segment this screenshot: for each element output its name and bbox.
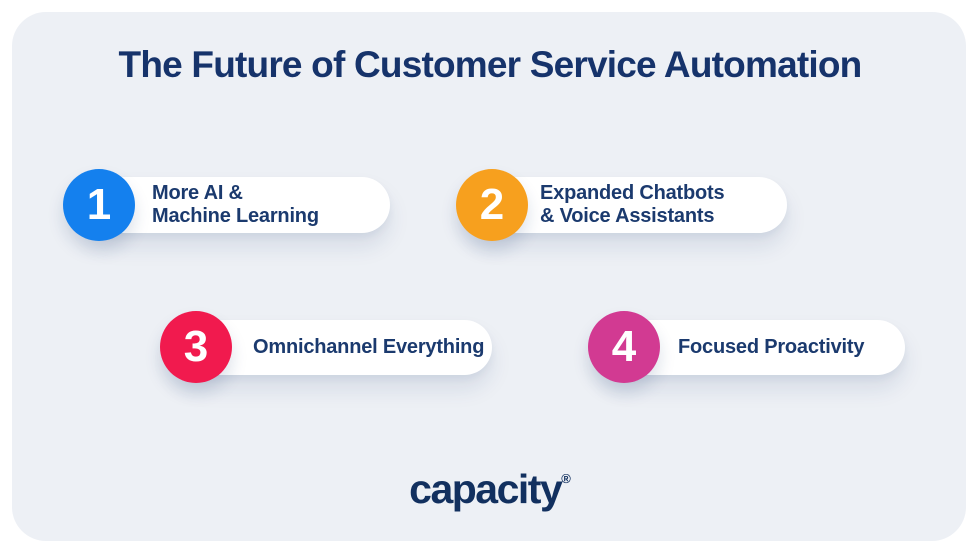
step-4-number: 4 xyxy=(611,322,637,371)
step-1-number-badge: 1 xyxy=(63,169,135,241)
page-title: The Future of Customer Service Automatio… xyxy=(118,44,863,85)
step-4-label-line1: Focused Proactivity xyxy=(678,336,865,358)
step-2-number: 2 xyxy=(479,180,505,229)
step-3-label-line1: Omnichannel Everything xyxy=(253,336,485,358)
step-1-number: 1 xyxy=(86,180,112,229)
logo-text: capacity xyxy=(409,466,563,512)
step-3-number-badge: 3 xyxy=(160,311,232,383)
step-4-pill: Focused Proactivity xyxy=(600,320,905,375)
step-2-label-line1: Expanded Chatbots xyxy=(540,182,725,204)
step-3-number: 3 xyxy=(183,322,209,371)
step-1-label-line1: More AI & xyxy=(152,182,243,204)
step-4-number-badge: 4 xyxy=(588,311,660,383)
step-1-pill: More AI & Machine Learning xyxy=(84,177,390,233)
background-panel xyxy=(12,12,966,541)
registered-trademark-symbol: ® xyxy=(561,471,571,486)
capacity-logo: capacity® xyxy=(0,466,980,512)
step-2-number-badge: 2 xyxy=(456,169,528,241)
step-1-label-line2: Machine Learning xyxy=(152,205,319,227)
step-2-label-line2: & Voice Assistants xyxy=(540,205,715,227)
